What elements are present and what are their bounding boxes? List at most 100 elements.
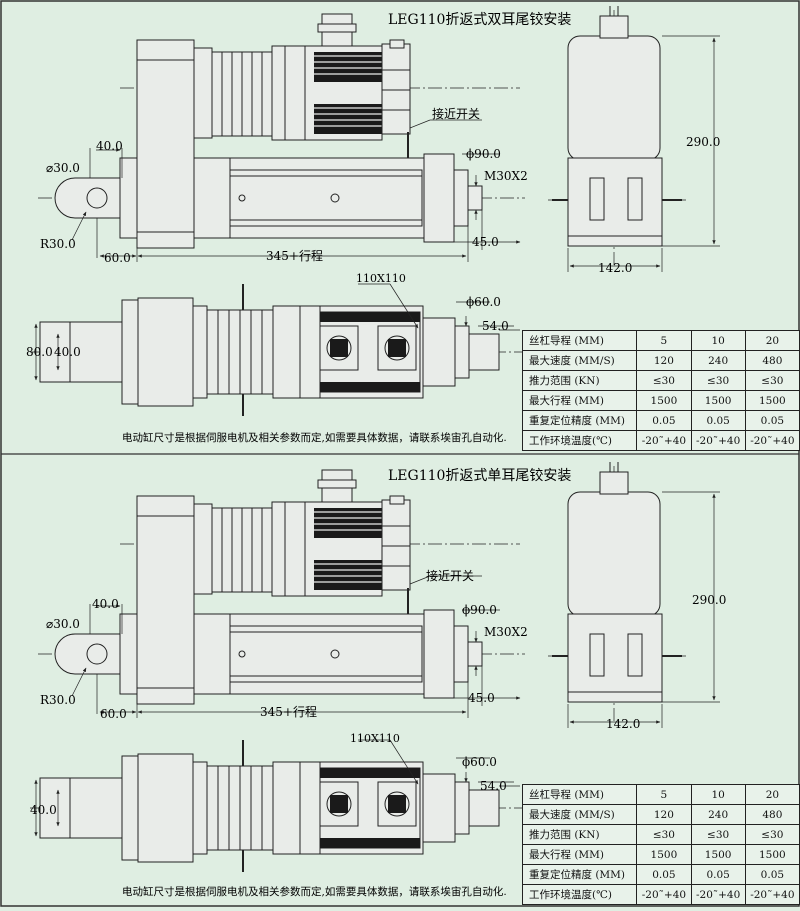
- s1-dim-height: 290.0: [686, 135, 720, 149]
- section-1-drawing: LEG110折返式双耳尾铰安装 40.0 ⌀30.0 R30.0 60.0 34…: [26, 6, 720, 444]
- spec-value-cell: 240: [690, 804, 746, 825]
- spec-param-label: 最大行程 (MM): [521, 390, 638, 411]
- spec-value-cell: 120: [636, 804, 692, 825]
- spec-value-cell: ≤30: [636, 370, 692, 391]
- spec-value-cell: 1500: [636, 844, 692, 865]
- spec-value-cell: 20: [744, 784, 800, 805]
- spec-value-cell: 1500: [744, 390, 800, 411]
- s1-dim-ear-len: 60.0: [104, 251, 131, 265]
- spec-value-cell: 20: [744, 330, 800, 351]
- spec-value-cell: 480: [744, 804, 800, 825]
- spec-param-label: 工作环境温度(℃): [521, 884, 638, 905]
- spec-row: 推力范围 (KN)≤30≤30≤30: [521, 370, 800, 391]
- s2-dim-shaft: 54.0: [480, 779, 507, 793]
- spec-row: 工作环境温度(℃)-20˜+40-20˜+40-20˜+40: [521, 430, 800, 451]
- s2-dim-ear-len: 60.0: [100, 707, 127, 721]
- spec-value-cell: 0.05: [744, 410, 800, 431]
- s2-dim-width: 142.0: [606, 717, 640, 731]
- s2-dim-ear-offset: 40.0: [92, 597, 119, 611]
- s1-title: LEG110折返式双耳尾铰安装: [388, 12, 571, 28]
- spec-value-cell: -20˜+40: [744, 430, 800, 451]
- s1-dim-rod-end: 45.0: [472, 235, 499, 249]
- s1-dim-plan-h1: 80.0: [26, 345, 53, 359]
- spec-value-cell: ≤30: [744, 370, 800, 391]
- spec-value-cell: 120: [636, 350, 692, 371]
- spec-value-cell: 5: [636, 330, 692, 351]
- spec-row: 工作环境温度(℃)-20˜+40-20˜+40-20˜+40: [521, 884, 800, 905]
- s1-dim-thread: M30X2: [484, 169, 528, 183]
- spec-param-label: 推力范围 (KN): [521, 824, 638, 845]
- spec-value-cell: 240: [690, 350, 746, 371]
- spec-param-label: 工作环境温度(℃): [521, 430, 638, 451]
- spec-value-cell: -20˜+40: [690, 884, 746, 905]
- spec-value-cell: 10: [690, 784, 746, 805]
- s1-dim-plan-h2: 40.0: [54, 345, 81, 359]
- spec-value-cell: 1500: [690, 844, 746, 865]
- spec-param-label: 推力范围 (KN): [521, 370, 638, 391]
- s2-dim-plan-h2: 40.0: [30, 803, 57, 817]
- spec-value-cell: 0.05: [636, 864, 692, 885]
- spec-value-cell: 0.05: [690, 864, 746, 885]
- s1-dim-width: 142.0: [598, 261, 632, 275]
- s2-dim-length: 345+行程: [260, 704, 317, 719]
- s2-dim-height: 290.0: [692, 593, 726, 607]
- s1-dim-shaft: 54.0: [482, 319, 509, 333]
- spec-value-cell: -20˜+40: [690, 430, 746, 451]
- s2-title: LEG110折返式单耳尾铰安装: [388, 468, 571, 484]
- spec-param-label: 最大行程 (MM): [521, 844, 638, 865]
- spec-value-cell: 1500: [636, 390, 692, 411]
- s1-dim-flange: 110X110: [356, 272, 406, 285]
- spec-param-label: 丝杠导程 (MM): [521, 330, 638, 351]
- spec-param-label: 丝杠导程 (MM): [521, 784, 638, 805]
- s1-dim-ear-dia: ⌀30.0: [46, 161, 80, 175]
- s1-dim-ear-radius: R30.0: [40, 237, 76, 251]
- s1-dim-front-dia: ϕ60.0: [466, 295, 501, 309]
- s1-note: 电动缸尺寸是根据伺服电机及相关参数而定,如需要具体数据，请联系埃宙孔自动化.: [122, 431, 507, 444]
- spec-value-cell: 480: [744, 350, 800, 371]
- s2-dim-ear-radius: R30.0: [40, 693, 76, 707]
- s1-label-switch: 接近开关: [432, 106, 480, 121]
- spec-value-cell: ≤30: [690, 370, 746, 391]
- s2-label-switch: 接近开关: [426, 568, 474, 583]
- s2-dim-front-dia: ϕ60.0: [462, 755, 497, 769]
- section-2-drawing: LEG110折返式单耳尾铰安装 40.0 ⌀30.0 R30.0 60.0 34…: [30, 462, 726, 898]
- spec-param-label: 重复定位精度 (MM): [521, 410, 638, 431]
- spec-value-cell: -20˜+40: [744, 884, 800, 905]
- spec-value-cell: ≤30: [690, 824, 746, 845]
- s1-dim-rod-dia: ϕ90.0: [466, 147, 501, 161]
- spec-param-label: 重复定位精度 (MM): [521, 864, 638, 885]
- s2-dim-flange: 110X110: [350, 732, 400, 745]
- spec-row: 推力范围 (KN)≤30≤30≤30: [521, 824, 800, 845]
- s2-dim-ear-dia: ⌀30.0: [46, 617, 80, 631]
- s1-dim-length: 345+行程: [266, 248, 323, 263]
- s2-dim-thread: M30X2: [484, 625, 528, 639]
- spec-value-cell: -20˜+40: [636, 884, 692, 905]
- s2-dim-rod-dia: ϕ90.0: [462, 603, 497, 617]
- spec-param-label: 最大速度 (MM/S): [521, 804, 638, 825]
- s2-dim-rod-end: 45.0: [468, 691, 495, 705]
- spec-value-cell: 0.05: [636, 410, 692, 431]
- spec-param-label: 最大速度 (MM/S): [521, 350, 638, 371]
- s1-dim-ear-offset: 40.0: [96, 139, 123, 153]
- spec-value-cell: 0.05: [690, 410, 746, 431]
- spec-value-cell: 10: [690, 330, 746, 351]
- s2-note: 电动缸尺寸是根据伺服电机及相关参数而定,如需要具体数据，请联系埃宙孔自动化.: [122, 885, 507, 898]
- spec-value-cell: 1500: [690, 390, 746, 411]
- spec-value-cell: -20˜+40: [636, 430, 692, 451]
- spec-value-cell: ≤30: [744, 824, 800, 845]
- spec-value-cell: ≤30: [636, 824, 692, 845]
- spec-value-cell: 0.05: [744, 864, 800, 885]
- spec-value-cell: 5: [636, 784, 692, 805]
